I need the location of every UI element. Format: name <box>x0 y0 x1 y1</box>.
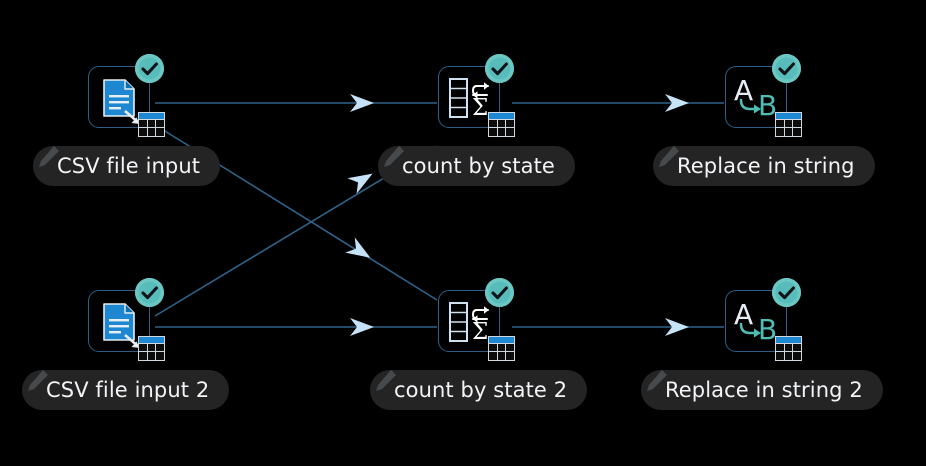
node-label-pill[interactable]: CSV file input <box>33 146 221 186</box>
edit-pencil-icon <box>39 146 59 167</box>
connection-arrowhead <box>345 237 371 258</box>
node-label-pill[interactable]: CSV file input 2 <box>22 370 230 410</box>
letter-b-glyph: B <box>758 89 777 122</box>
connection-arrowhead <box>350 318 374 336</box>
edit-pencil-icon <box>647 370 667 391</box>
table-output-icon <box>488 336 515 361</box>
connection-arrowhead <box>665 94 689 112</box>
check-circle-icon <box>772 278 801 307</box>
string-replace-ab-icon: A B <box>734 74 777 122</box>
table-output-icon <box>775 112 802 137</box>
group-by-sigma-icon: Σ <box>449 302 489 345</box>
table-output-icon <box>138 112 165 137</box>
edit-pencil-icon <box>376 370 396 391</box>
node-label-text: count by state <box>402 154 555 178</box>
node-body[interactable] <box>88 66 150 128</box>
edit-pencil-icon <box>384 146 404 167</box>
sigma-glyph: Σ <box>472 319 488 345</box>
node-body[interactable]: A B <box>725 66 787 128</box>
node-body[interactable]: Σ <box>438 290 500 352</box>
node-body[interactable]: A B <box>725 290 787 352</box>
node-label-pill[interactable]: Replace in string <box>653 146 875 186</box>
csv-document-icon <box>103 79 140 124</box>
node-label-pill[interactable]: Replace in string 2 <box>641 370 883 410</box>
connection-arrowhead <box>665 318 689 336</box>
check-circle-icon <box>485 278 514 307</box>
edit-pencil-icon <box>28 370 48 391</box>
letter-b-glyph: B <box>758 313 777 346</box>
node-label-text: count by state 2 <box>394 378 568 402</box>
node-label-text: CSV file input 2 <box>46 378 210 402</box>
connection-arrowhead <box>350 94 374 112</box>
string-replace-ab-icon: A B <box>734 298 777 346</box>
check-circle-icon <box>772 54 801 83</box>
table-output-icon <box>488 112 515 137</box>
node-label-text: CSV file input <box>57 154 201 178</box>
connection-arrowhead <box>347 173 373 194</box>
node-label-text: Replace in string 2 <box>665 378 863 402</box>
sigma-glyph: Σ <box>472 95 488 121</box>
check-circle-icon <box>135 54 164 83</box>
group-by-sigma-icon: Σ <box>449 78 489 121</box>
csv-document-icon <box>103 303 140 348</box>
node-label-pill[interactable]: count by state <box>378 146 575 186</box>
letter-a-glyph: A <box>734 298 753 331</box>
node-body[interactable]: Σ <box>438 66 500 128</box>
check-circle-icon <box>135 278 164 307</box>
letter-a-glyph: A <box>734 74 753 107</box>
edit-pencil-icon <box>659 146 679 167</box>
node-label-pill[interactable]: count by state 2 <box>370 370 588 410</box>
node-body[interactable] <box>88 290 150 352</box>
check-circle-icon <box>485 54 514 83</box>
node-label-text: Replace in string <box>677 154 855 178</box>
table-output-icon <box>775 336 802 361</box>
table-output-icon <box>138 336 165 361</box>
